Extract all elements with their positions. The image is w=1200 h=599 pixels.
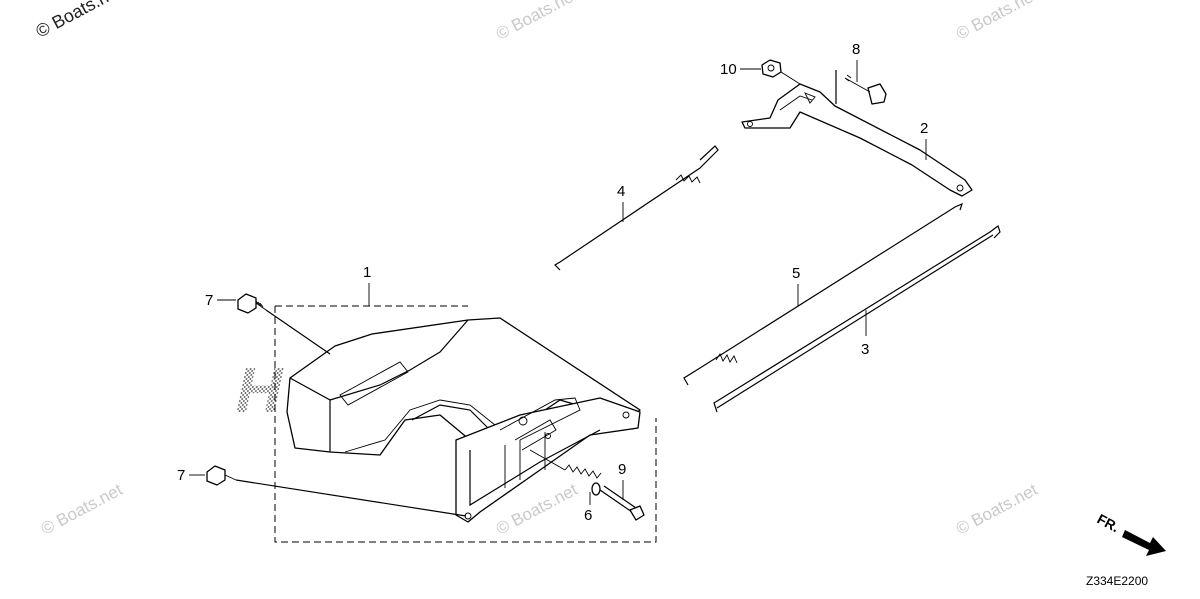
part-9-bolt — [599, 485, 645, 521]
watermark-top-left: © Boats.net — [32, 0, 125, 42]
callout-6: 6 — [584, 507, 592, 524]
watermark-bottom-right: © Boats.net — [953, 480, 1041, 539]
callout-9: 9 — [618, 461, 626, 478]
callout-10: 10 — [720, 61, 737, 78]
leader-7b — [235, 479, 467, 517]
part-5-rod — [683, 202, 963, 386]
front-direction-indicator: FR. — [1095, 511, 1166, 556]
callouts: 1 2 3 4 5 6 7 7 8 9 10 — [177, 41, 928, 524]
part-8-screw — [835, 70, 887, 105]
part-2-lever — [741, 83, 973, 197]
part-6-spring — [529, 449, 602, 496]
part-10-nut — [761, 59, 801, 85]
front-arrow-icon — [1122, 530, 1166, 556]
part-7-bolt-lower — [206, 465, 467, 517]
callout-8: 8 — [852, 41, 860, 58]
callout-2: 2 — [920, 120, 928, 137]
part-3-rod — [713, 225, 1001, 413]
watermark-bottom-left: © Boats.net — [38, 480, 126, 539]
part-1-cover-assembly — [274, 305, 657, 543]
part-7-bolt-upper — [237, 293, 331, 355]
watermark-top-center: © Boats.net — [493, 0, 581, 44]
callout-3: 3 — [861, 341, 869, 358]
leader-7a — [265, 309, 331, 355]
callout-5: 5 — [792, 265, 800, 282]
callout-7-lower: 7 — [177, 467, 185, 484]
callout-4: 4 — [617, 183, 625, 200]
diagram-code: Z334E2200 — [1086, 574, 1148, 588]
callout-7-upper: 7 — [205, 292, 213, 309]
callout-1: 1 — [363, 264, 371, 281]
part-4-rod — [554, 145, 719, 271]
front-direction-label: FR. — [1095, 511, 1122, 536]
watermark-top-right: © Boats.net — [953, 0, 1041, 44]
